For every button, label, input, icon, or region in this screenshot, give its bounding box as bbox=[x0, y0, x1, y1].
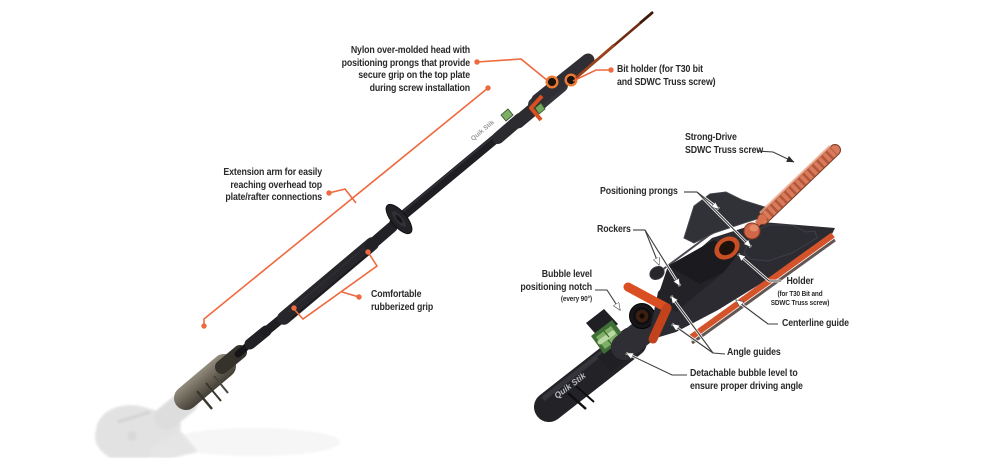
angle-guide-chevron bbox=[529, 94, 544, 122]
bubble-level-small bbox=[500, 108, 514, 122]
label-nylon-head: Nylon over-molded head with positioning … bbox=[341, 45, 471, 94]
left-figure: Quik Stik bbox=[95, 11, 654, 458]
label-positioning-prongs: Positioning prongs bbox=[600, 186, 678, 197]
sdwc-screw bbox=[743, 144, 841, 240]
label-bubble-notch: Bubble level positioning notch (every 90… bbox=[520, 269, 592, 304]
rubber-grip bbox=[277, 237, 379, 325]
head-top-plate bbox=[531, 53, 595, 107]
left-callout-leaders bbox=[203, 58, 611, 325]
label-holder: Holder (for T30 Bit and SDWC Truss screw… bbox=[770, 276, 830, 307]
leader-dots bbox=[201, 59, 614, 329]
grip-bracket bbox=[293, 251, 379, 321]
centerline-guide-strip bbox=[688, 232, 835, 341]
label-bit-holder: Bit holder (for T30 bit and SDWC Truss s… bbox=[617, 64, 716, 88]
label-extension-arm: Extension arm for easily reaching overhe… bbox=[223, 167, 322, 204]
prong-hole-1 bbox=[545, 75, 559, 89]
angle-guides bbox=[623, 282, 672, 344]
rocker-1 bbox=[649, 266, 665, 280]
drill-ghost bbox=[95, 390, 340, 458]
right-figure: Quik Stik bbox=[534, 144, 841, 422]
drill-chuck bbox=[174, 338, 256, 410]
holder-hole bbox=[714, 236, 740, 260]
right-callout-leaders bbox=[595, 149, 795, 377]
extension-pole: Quik Stik bbox=[244, 119, 505, 350]
label-rockers: Rockers bbox=[597, 224, 631, 235]
label-centerline-guide: Centerline guide bbox=[782, 318, 849, 329]
label-detachable-level: Detachable bubble level to ensure proper… bbox=[690, 368, 803, 392]
tool-head bbox=[492, 11, 654, 144]
label-grip: Comfortable rubberized grip bbox=[371, 289, 434, 313]
label-strong-drive-screw: Strong-Drive SDWC Truss screw bbox=[685, 132, 764, 156]
extension-arm-bracket bbox=[203, 87, 489, 325]
positioning-prong-right bbox=[743, 224, 818, 262]
label-angle-guides: Angle guides bbox=[727, 347, 781, 358]
